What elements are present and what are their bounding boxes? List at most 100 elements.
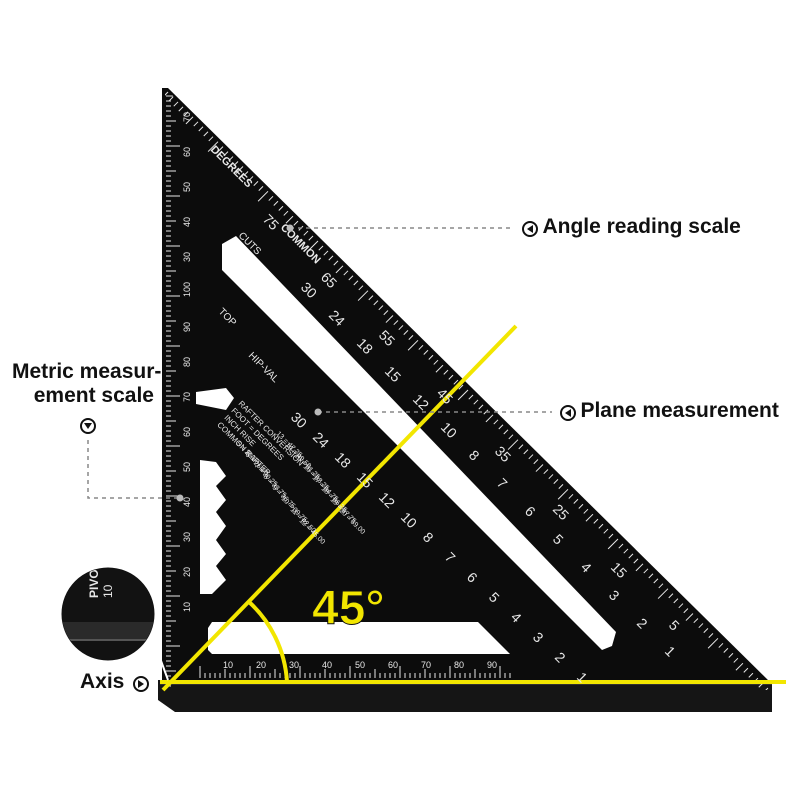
hypotenuse-tick [208, 136, 214, 142]
hypotenuse-tick [348, 275, 354, 281]
hypotenuse-tick [378, 305, 384, 311]
hypotenuse-tick [198, 126, 204, 132]
hypotenuse-tick [618, 543, 624, 549]
left-scale-number: 90 [182, 322, 192, 332]
bottom-scale-number: 60 [388, 660, 398, 670]
hypotenuse-tick [407, 339, 419, 351]
small-notch-cutout [196, 388, 234, 410]
hypotenuse-tick [635, 563, 644, 572]
hypotenuse-tick [357, 290, 369, 301]
hypotenuse-tick [683, 608, 689, 614]
hypotenuse-tick [408, 335, 414, 340]
hypotenuse-tick [668, 593, 674, 599]
left-scale-number: 20 [182, 567, 192, 577]
left-scale-number: 60 [182, 147, 192, 157]
hypotenuse-tick [608, 533, 614, 539]
hypotenuse-tick [228, 156, 234, 162]
hypotenuse-tick [383, 310, 389, 316]
bottom-slot-cutout [208, 622, 510, 654]
hypotenuse-tick [623, 548, 629, 554]
hypotenuse-tick [358, 285, 364, 291]
plane-measurement-label: Plane measurement [580, 399, 779, 422]
hypotenuse-tick [598, 523, 604, 529]
hypotenuse-tick [418, 344, 424, 350]
arrow-down-icon [80, 417, 96, 434]
hypotenuse-tick [303, 230, 309, 236]
hypotenuse-tick [735, 662, 744, 671]
hypotenuse-tick [528, 454, 534, 460]
hypotenuse-tick [457, 389, 469, 401]
left-scale-number: 30 [182, 532, 192, 542]
speed-square-body [162, 88, 772, 692]
hypotenuse-tick [193, 121, 199, 127]
hypotenuse-tick [393, 320, 399, 326]
callout-metric-scale: Metric measur- ement scale [12, 360, 161, 408]
leader-lines [87, 227, 552, 499]
bottom-scale-number: 30 [289, 660, 299, 670]
hypotenuse-tick [607, 538, 619, 550]
hypotenuse-tick [648, 573, 654, 579]
hypotenuse-tick [757, 687, 769, 690]
callout-axis: Axis [80, 670, 149, 694]
hypotenuse-tick [673, 598, 679, 604]
arrow-left-icon [560, 404, 576, 421]
left-scale-number: 10 [182, 602, 192, 612]
arrow-left-icon [522, 220, 538, 237]
hypotenuse-tick [533, 459, 539, 465]
hypotenuse-tick [508, 434, 514, 440]
hypotenuse-tick [448, 374, 454, 380]
hypotenuse-tick [458, 384, 464, 390]
bottom-edge-ticks [199, 666, 511, 678]
hypotenuse-tick [603, 528, 609, 534]
hypotenuse-tick [343, 270, 349, 276]
hypotenuse-tick [173, 101, 179, 107]
hypotenuse-tick [693, 618, 699, 624]
hypotenuse-tick [685, 613, 694, 621]
hypotenuse-tick [233, 161, 239, 167]
hypotenuse-tick [257, 190, 269, 202]
hypotenuse-tick [403, 330, 409, 335]
hypotenuse-tick [203, 131, 209, 137]
hypotenuse-tick [308, 235, 314, 241]
hypotenuse-tick [628, 553, 634, 559]
hypotenuse-tick [583, 508, 589, 514]
hypotenuse-tick [207, 141, 219, 152]
left-scale-number: 40 [182, 497, 192, 507]
axis-label: Axis [80, 670, 125, 693]
hypotenuse-tick [243, 171, 249, 177]
plane-dot [314, 408, 322, 416]
hypotenuse-tick [548, 474, 554, 480]
notched-finger-slot [200, 460, 226, 594]
left-scale-number: 50 [182, 462, 192, 472]
left-scale-number: 60 [182, 427, 192, 437]
45-degree-line [161, 324, 518, 692]
pivot-magnifier: PIVOT 10 [58, 564, 169, 681]
hypotenuse-tick [218, 146, 224, 152]
hypotenuse-tick [543, 469, 549, 475]
hypotenuse-tick [707, 637, 719, 649]
hypotenuse-tick [435, 364, 444, 373]
hypotenuse-tick [643, 568, 649, 574]
hypotenuse-tick [523, 449, 529, 455]
hypotenuse-tick [373, 300, 379, 306]
hypotenuse-tick [733, 657, 739, 663]
hypotenuse-tick [703, 628, 709, 633]
hypotenuse-tick [478, 404, 484, 410]
hypotenuse-tick [483, 409, 489, 415]
hypotenuse-tick [485, 414, 494, 423]
hypotenuse-tick [453, 379, 459, 385]
left-scale-number: 100 [182, 282, 192, 297]
hypotenuse-tick [235, 166, 244, 174]
hypotenuse-tick [578, 503, 584, 509]
hypotenuse-tick [678, 603, 684, 609]
hypotenuse-tick [568, 493, 574, 499]
hypotenuse-tick [535, 464, 544, 472]
hypotenuse-tick [493, 419, 499, 425]
metric-arrow [80, 417, 96, 435]
hypotenuse-tick [728, 652, 734, 658]
hypotenuse-tick [253, 181, 259, 186]
hypotenuse-tick [585, 513, 594, 522]
bottom-scale-number: 50 [355, 660, 365, 670]
